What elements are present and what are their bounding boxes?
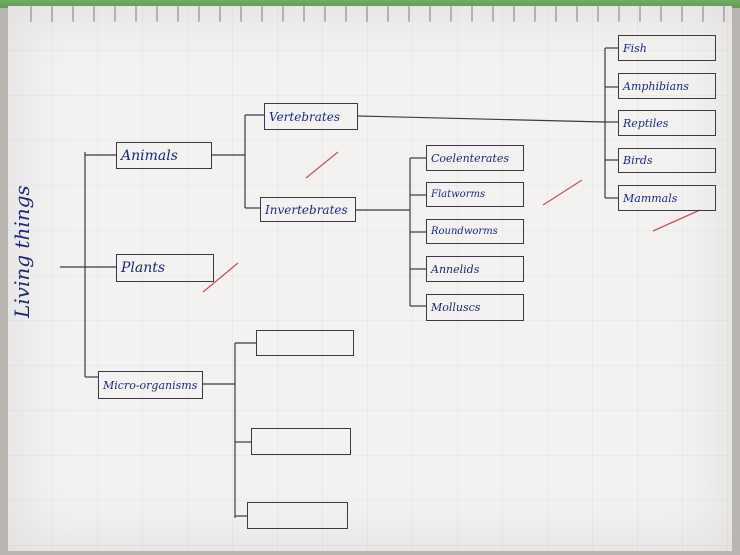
node-amphibians: Amphibians [618, 73, 716, 99]
node-fish: Fish [618, 35, 716, 61]
node-molluscs: Molluscs [426, 294, 524, 321]
spiral-binding [0, 6, 740, 24]
node-coelenterates: Coelenterates [426, 145, 524, 171]
graph-paper-page [8, 6, 732, 551]
tick-mark-2 [202, 262, 239, 293]
node-micro-blank-2 [251, 428, 351, 455]
vertebrates-connector [357, 115, 606, 123]
node-annelids: Annelids [426, 256, 524, 282]
node-micro-blank-1 [256, 330, 354, 356]
node-birds: Birds [618, 148, 716, 173]
root-label: Living things [10, 185, 34, 318]
node-vertebrates: Vertebrates [264, 103, 358, 130]
node-plants: Plants [116, 254, 214, 282]
notebook-cover-edge [0, 0, 740, 8]
node-micro-blank-3 [247, 502, 348, 529]
node-reptiles: Reptiles [618, 110, 716, 136]
node-flatworms: Flatworms [426, 182, 524, 207]
node-invertebrates: Invertebrates [260, 197, 356, 222]
node-animals: Animals [116, 142, 212, 169]
tick-mark-1 [305, 151, 339, 179]
tick-mark-3 [542, 179, 583, 206]
tick-mark-4 [652, 209, 701, 232]
node-roundworms: Roundworms [426, 219, 524, 244]
node-mammals: Mammals [618, 185, 716, 211]
node-microorganisms: Micro-organisms [98, 371, 203, 399]
